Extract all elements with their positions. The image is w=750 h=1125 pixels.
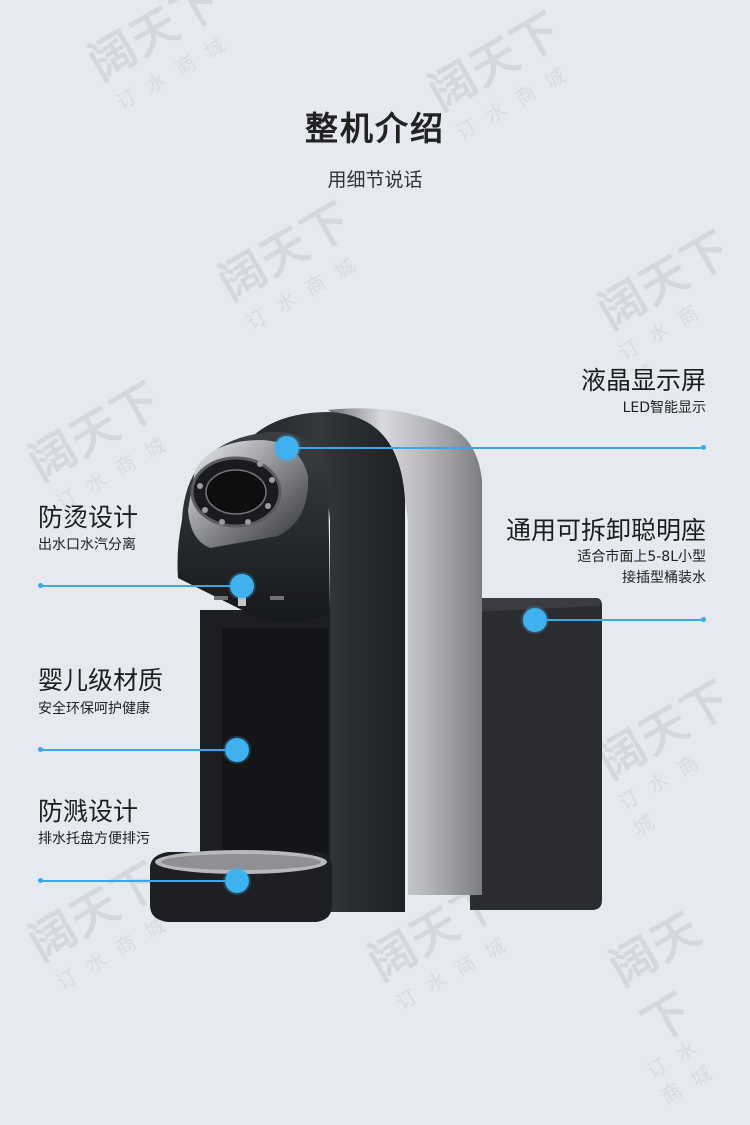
leader-endpoint (38, 878, 43, 883)
hotspot-material[interactable] (225, 738, 249, 762)
leader-line-material (40, 749, 227, 751)
feature-desc-base-line2: 接插型桶装水 (622, 570, 706, 586)
feature-desc-lcd: LED智能显示 (622, 400, 706, 416)
feature-desc-anti-scald: 出水口水汽分离 (38, 537, 136, 553)
dispenser-head (177, 431, 330, 623)
feature-title-anti-scald: 防烫设计 (38, 503, 139, 532)
water-tank (470, 598, 602, 910)
page-subtitle: 用细节说话 (327, 169, 423, 191)
feature-title-base: 通用可拆卸聪明座 (505, 516, 706, 545)
leader-endpoint (701, 445, 706, 450)
leader-endpoint (38, 583, 43, 588)
hotspot-lcd[interactable] (275, 436, 299, 460)
leader-endpoint (701, 617, 706, 622)
feature-title-material: 婴儿级材质 (38, 666, 164, 695)
hotspot-anti-splash[interactable] (225, 869, 249, 893)
hotspot-anti-scald[interactable] (230, 574, 254, 598)
feature-desc-material: 安全环保呵护健康 (38, 701, 150, 717)
feature-title-lcd: 液晶显示屏 (580, 366, 706, 395)
product-detail-page: 阔天下 订水商城 阔天下 订水商城 阔天下 订水商城 阔天下 订水商城 阔天下 … (19, 0, 740, 1109)
leader-line-anti-scald (40, 585, 232, 587)
feature-title-anti-splash: 防溅设计 (38, 797, 139, 826)
page-title: 整机介绍 (305, 109, 445, 148)
feature-desc-anti-splash: 排水托盘方便排污 (38, 831, 150, 847)
feature-desc-base-line1: 适合市面上5-8L小型 (577, 549, 706, 565)
silver-side-panel (328, 408, 482, 895)
leader-line-anti-splash (40, 880, 227, 882)
leader-endpoint (38, 747, 43, 752)
hotspot-base[interactable] (523, 608, 547, 632)
water-dispenser-illustration (150, 408, 602, 922)
leader-line-lcd (299, 447, 704, 449)
leader-line-base (546, 619, 704, 621)
